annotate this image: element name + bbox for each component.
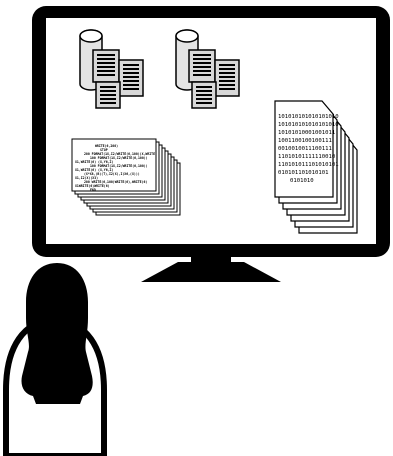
binary-line: 0010010011100111: [278, 146, 332, 152]
binary-document-front-page: [274, 100, 334, 198]
code-line: X1,I2(X)(X3): [75, 176, 98, 180]
monitor-neck: [191, 252, 231, 264]
binary-document-stack-icon: [274, 100, 358, 234]
person-hair: [21, 263, 93, 404]
code-line: 100 FORMAT(1X,I2/WRITE(6,100)): [90, 164, 148, 168]
binary-line: 1001100100100111: [278, 138, 332, 144]
monitor-stand: [141, 262, 281, 282]
server-stack-icon: [175, 29, 240, 109]
binary-line: 101010101010101010: [278, 114, 339, 120]
person-silhouette-icon: [2, 263, 107, 456]
binary-line: 0101010: [290, 178, 314, 184]
code-document-front-page: [71, 138, 157, 192]
binary-line: 10101010001001011: [278, 130, 335, 136]
binary-line: 110101011101010101: [278, 162, 339, 168]
code-line: X1,WRITE(6) (X,Y6,Z): [75, 160, 113, 164]
server-stack-icon: [79, 29, 144, 109]
code-document-stack-icon: [71, 138, 181, 216]
binary-line: 101010101010101010: [278, 122, 339, 128]
code-line: (X*X8,(B)(T),I2(X),I(X6,(X))): [84, 172, 140, 176]
code-line: X1,WRITE(6) (X,Y6,Z): [75, 168, 113, 172]
code-line: 200 WRITE(6,100)WRITE(6),WRITE(6): [84, 180, 147, 184]
binary-line: 11010101111110010: [278, 154, 335, 160]
binary-listing: 101010101010101010 101010101010101010 10…: [278, 114, 342, 184]
code-line: 200 FORMAT(1X,I2/WRITE(6,100)(X,WRITE): [84, 152, 157, 156]
code-listing: WRITE(6,200) STOP 200 FORMAT(1X,I2/WRITE…: [75, 144, 159, 192]
binary-line: 010101101010101: [278, 170, 329, 176]
code-line: WRITE(6,200): [95, 144, 118, 148]
code-line: STOP: [100, 148, 108, 152]
code-line: 100 FORMAT(1X,I2/WRITE(6,100)): [90, 156, 148, 160]
code-line: X1WRITE(6)WRITE(6): [75, 184, 110, 188]
code-line: END: [90, 188, 96, 192]
